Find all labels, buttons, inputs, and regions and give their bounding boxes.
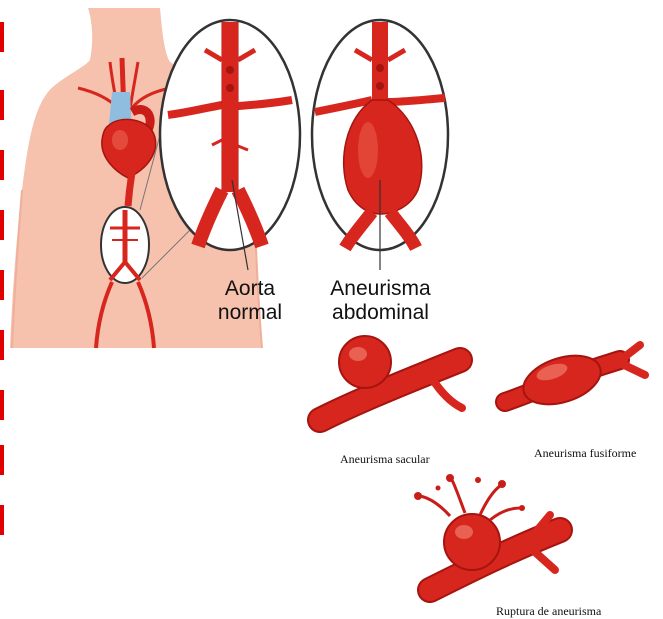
- label-ruptura-aneurisma: Ruptura de aneurisma: [496, 604, 601, 619]
- margin-dash: [0, 390, 4, 420]
- label-aneurisma-fusiforme: Aneurisma fusiforme: [534, 446, 636, 461]
- label-aorta-normal-line2: normal: [205, 301, 295, 325]
- aneurysm-types-illustration: [300, 320, 663, 619]
- label-aorta-normal: Aorta normal: [205, 277, 295, 325]
- ruptured-aneurysm-drawing: [414, 474, 560, 590]
- margin-dash: [0, 445, 4, 475]
- label-aorta-normal-line1: Aorta: [205, 277, 295, 301]
- fusiform-aneurysm-drawing: [505, 345, 645, 413]
- label-aneurisma-sacular: Aneurisma sacular: [340, 452, 430, 467]
- label-aneurisma-abdominal-line1: Aneurisma: [318, 277, 443, 301]
- saccular-aneurysm-drawing: [320, 336, 462, 420]
- label-aneurisma-abdominal: Aneurisma abdominal: [318, 277, 443, 325]
- margin-dash: [0, 505, 4, 535]
